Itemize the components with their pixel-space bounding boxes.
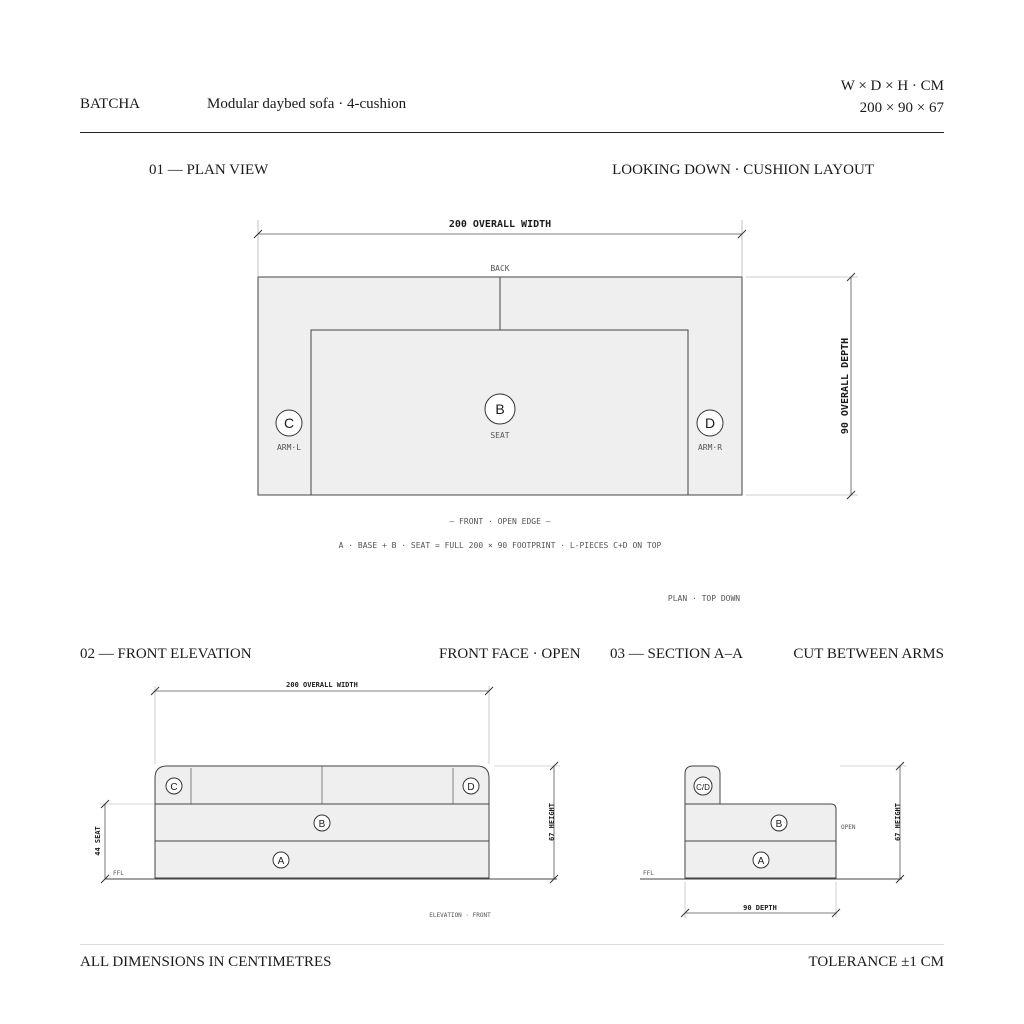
front-callout-d <box>462 777 480 795</box>
plan-view-caption: LOOKING DOWN · CUSHION LAYOUT <box>612 162 874 178</box>
plan-callout-d-letter: D <box>705 415 715 431</box>
section-callout-a-letter: A <box>758 856 765 867</box>
dims-value: 200 × 90 × 67 <box>859 100 944 116</box>
plan-width-tick-right <box>737 229 747 239</box>
section-title: 03 — SECTION A–A <box>610 646 743 662</box>
front-callout-b-letter: B <box>319 819 326 830</box>
front-seat-tick-bottom <box>100 874 110 884</box>
front-callout-c-letter: C <box>170 782 177 793</box>
front-base-row <box>154 840 490 879</box>
plan-back-label: BACK <box>490 264 509 273</box>
plan-view-title: 01 — PLAN VIEW <box>149 162 269 178</box>
section-callout-b-letter: B <box>776 819 783 830</box>
front-callout-a <box>272 851 290 869</box>
footer-note-left: ALL DIMENSIONS IN CENTIMETRES <box>80 954 332 970</box>
front-seat-dim-label: 44 SEAT <box>94 826 102 856</box>
plan-callout-c <box>275 409 303 437</box>
plan-width-dim-label: 200 OVERALL WIDTH <box>449 219 551 230</box>
section-seat <box>684 803 837 842</box>
section-view: C/D B A OPEN FFL 67 HEIGHT 90 DEPTH <box>640 761 906 918</box>
front-seat-tick-top <box>100 799 110 809</box>
front-height-dim-label: 67 HEIGHT <box>548 803 556 841</box>
section-callout-cd-letter: C/D <box>696 783 710 792</box>
front-height-tick-top <box>549 761 559 771</box>
front-view-label: ELEVATION · FRONT <box>429 912 491 919</box>
section-height-dim-label: 67 HEIGHT <box>894 803 902 841</box>
brand-name: BATCHA <box>80 96 141 112</box>
front-callout-b <box>313 814 331 832</box>
plan-seat-label: SEAT <box>490 431 509 440</box>
front-height-tick-bottom <box>549 874 559 884</box>
plan-callout-b-letter: B <box>495 401 504 417</box>
footer-rule <box>80 944 944 945</box>
section-caption: CUT BETWEEN ARMS <box>793 646 944 662</box>
section-open-label: OPEN <box>841 824 856 831</box>
front-elevation: 200 OVERALL WIDTH C D B A FFL 44 SEAT <box>94 681 560 919</box>
front-ffl-label: FFL <box>113 870 124 877</box>
section-ffl-label: FFL <box>643 870 654 877</box>
footer-note-right: TOLERANCE ±1 CM <box>808 954 944 970</box>
front-callout-a-letter: A <box>278 856 285 867</box>
dims-label: W × D × H · CM <box>840 78 944 94</box>
plan-depth-tick-top <box>846 272 856 282</box>
section-height-tick-bottom <box>895 874 905 884</box>
plan-note: A · BASE + B · SEAT = FULL 200 × 90 FOOT… <box>339 541 662 550</box>
plan-callout-c-letter: C <box>284 415 294 431</box>
plan-arm-r-label: ARM·R <box>698 443 722 452</box>
section-depth-dim-label: 90 DEPTH <box>743 904 777 912</box>
section-height-tick-top <box>895 761 905 771</box>
plan-arm-l-label: ARM·L <box>277 443 301 452</box>
plan-depth-tick-bottom <box>846 490 856 500</box>
front-elevation-caption: FRONT FACE · OPEN <box>439 646 581 662</box>
product-subtitle: Modular daybed sofa · 4-cushion <box>207 96 407 112</box>
plan-view-label: PLAN · TOP DOWN <box>668 594 740 603</box>
plan-front-label: — FRONT · OPEN EDGE — <box>449 517 550 526</box>
plan-callout-b <box>484 393 516 425</box>
front-seat-row <box>154 803 490 842</box>
front-width-dim-label: 200 OVERALL WIDTH <box>286 681 358 689</box>
section-callout-cd <box>693 776 713 796</box>
plan-depth-dim-label: 90 OVERALL DEPTH <box>840 338 851 434</box>
plan-view: 200 OVERALL WIDTH BACK B SEAT C ARM·L D … <box>253 219 858 603</box>
plan-width-tick-left <box>253 229 263 239</box>
front-width-tick-left <box>150 686 160 696</box>
header-rule <box>80 132 944 133</box>
front-callout-d-letter: D <box>467 782 474 793</box>
section-depth-tick-left <box>680 908 690 918</box>
plan-callout-d <box>696 409 724 437</box>
front-elevation-title: 02 — FRONT ELEVATION <box>80 646 252 662</box>
front-width-tick-right <box>484 686 494 696</box>
section-callout-b <box>770 814 788 832</box>
front-callout-c <box>165 777 183 795</box>
section-depth-tick-right <box>831 908 841 918</box>
section-callout-a <box>752 851 770 869</box>
